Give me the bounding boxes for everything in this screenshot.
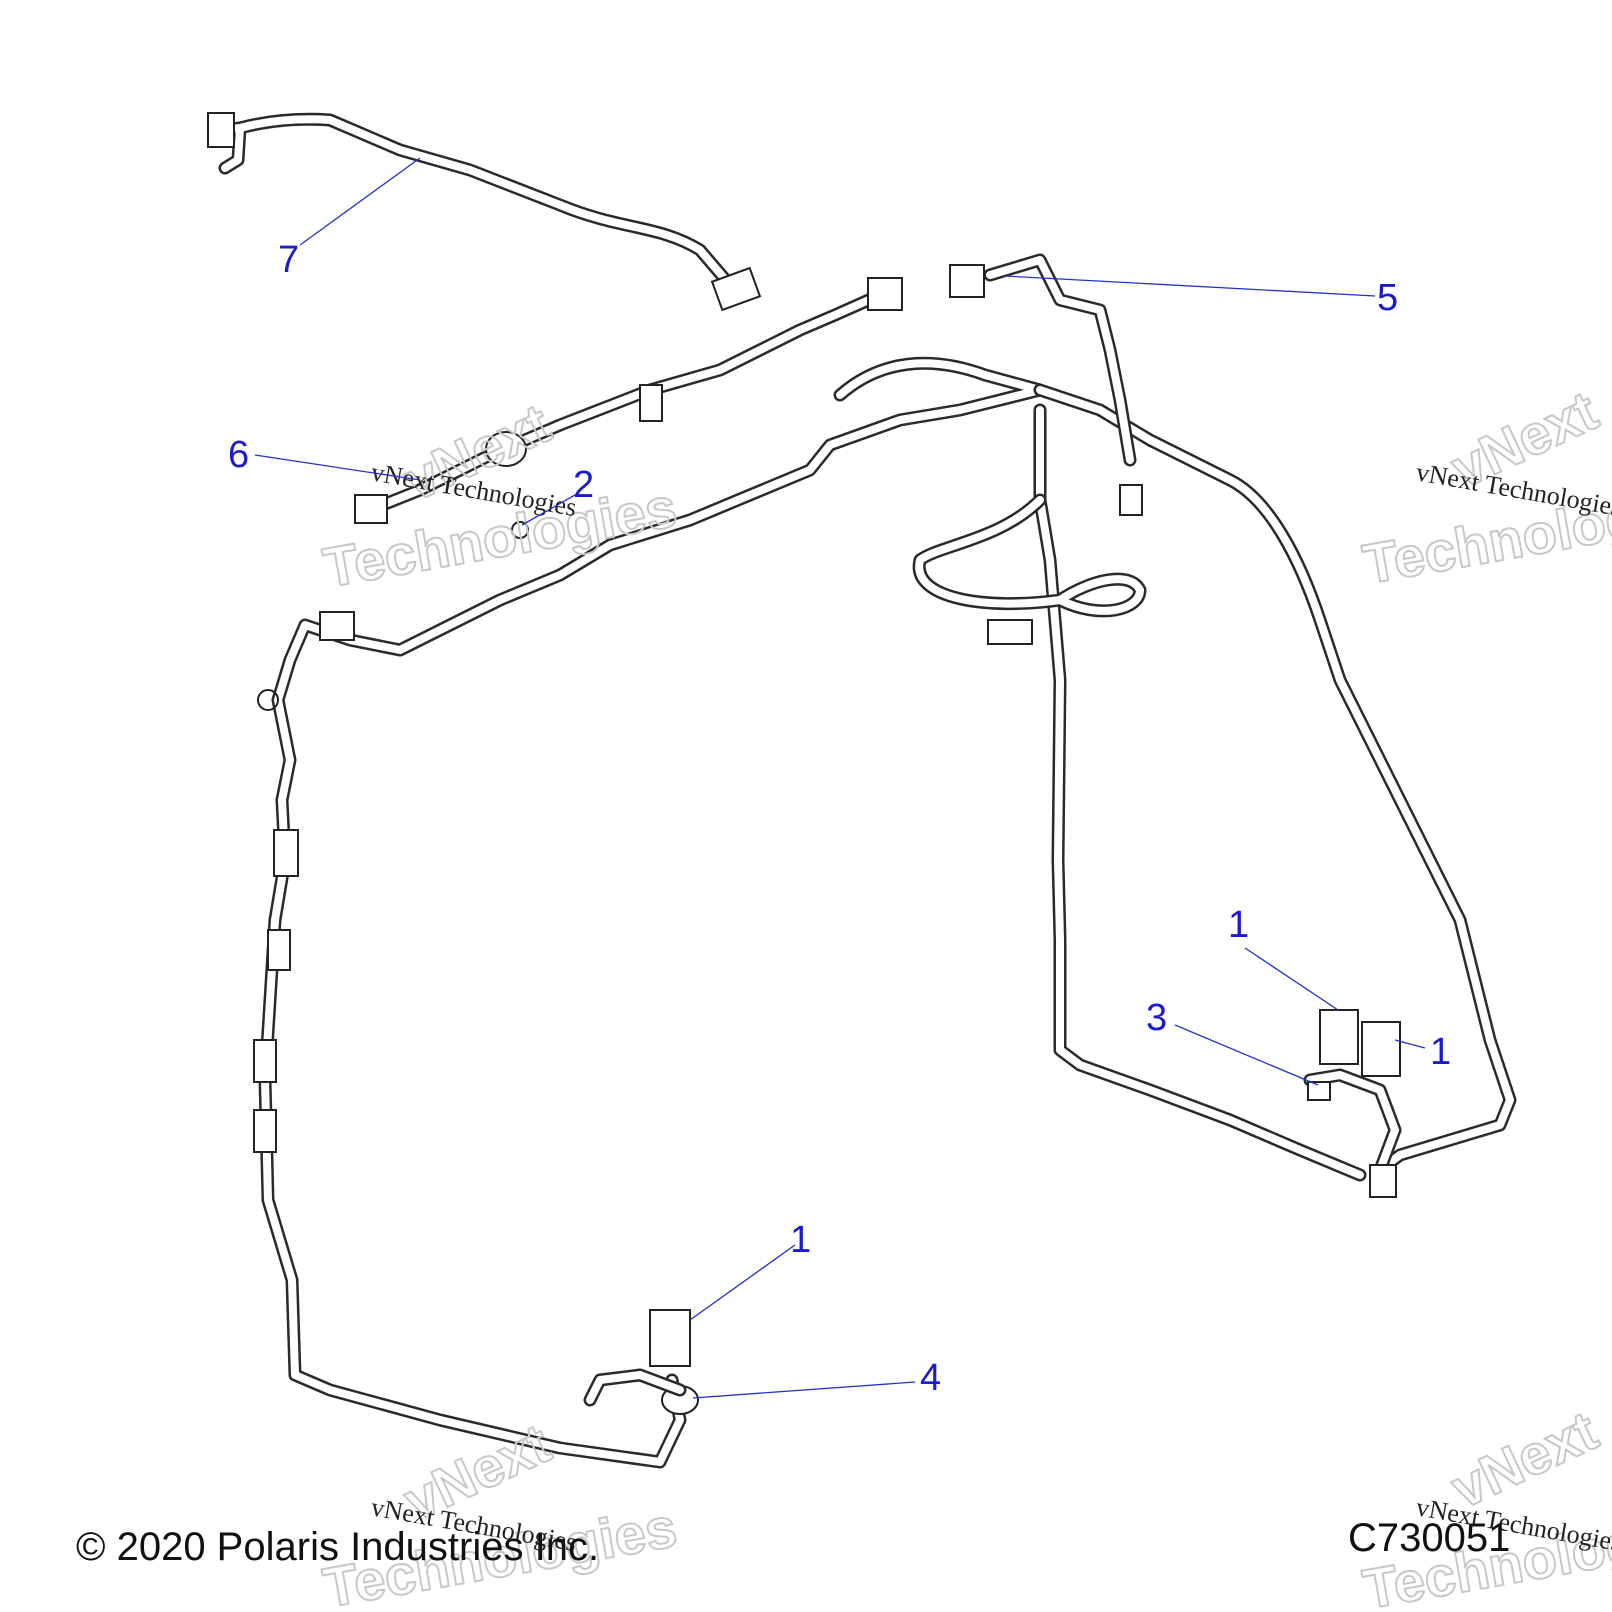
callout-3: 3 [1146,997,1167,1039]
callout-4: 4 [920,1357,941,1399]
callout-1c: 1 [790,1219,811,1261]
callout-1a: 1 [1228,904,1249,946]
callout-labels: 7 6 2 5 1 1 3 1 4 [228,239,1451,1399]
callout-leaders [254,157,1426,1399]
main-harness-left [253,356,1047,1469]
harness-7 [207,112,762,312]
main-harness-right [912,253,1517,1198]
figure-id: C730051 [1348,1516,1511,1560]
part-1-switch-upper-right [1361,1021,1401,1077]
watermark: vNext Technologies vNext Technologies vN… [318,378,1612,1612]
harness-6 [354,277,903,539]
copyright-notice: © 2020 Polaris Industries Inc. [76,1525,600,1569]
part-3-connector [1307,1081,1331,1101]
callout-2: 2 [573,464,594,506]
callout-7: 7 [278,239,299,281]
part-1-switch-lower [649,1309,691,1367]
callout-1b: 1 [1430,1031,1451,1073]
callout-6: 6 [228,434,249,476]
part-1-switch-upper-left [1319,1009,1359,1065]
part-2-grommet [511,521,529,539]
callout-5: 5 [1377,277,1398,319]
